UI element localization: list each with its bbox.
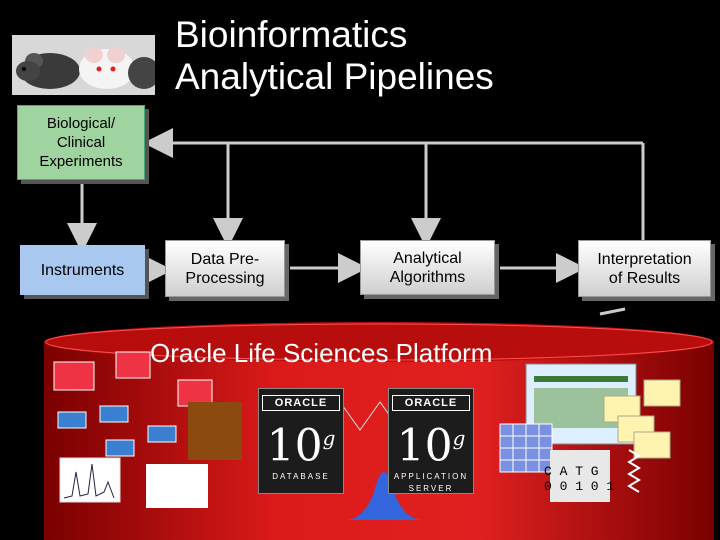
table-icons xyxy=(53,351,213,407)
sequence-line-2: 0 0 1 0 1 xyxy=(544,479,615,494)
alg-line-2: Algorithms xyxy=(389,268,466,286)
pre-line-1: Data Pre- xyxy=(190,250,260,268)
instruments-box: Instruments xyxy=(20,245,145,295)
oracle-as-label-2: SERVER xyxy=(408,483,454,493)
biological-clinical-experiments-box: Biological/ Clinical Experiments xyxy=(17,105,145,180)
bio-line-2: Clinical xyxy=(56,134,106,151)
platform-title: Oracle Life Sciences Platform xyxy=(150,338,493,368)
oracle-db-brand: ORACLE xyxy=(262,395,340,411)
oracle-db-label: DATABASE xyxy=(272,471,330,481)
page-title: Bioinformatics Analytical Pipelines xyxy=(175,14,635,98)
sequence-line-1: C A T G xyxy=(544,464,599,479)
alg-line-1: Analytical xyxy=(393,249,462,267)
oracle-as-version: 10g xyxy=(396,420,466,472)
oracle-db-version: 10g xyxy=(266,420,336,472)
oracle-database-logo: ORACLE 10g DATABASE xyxy=(258,388,344,494)
analytical-algorithms-box: Analytical Algorithms xyxy=(360,240,495,295)
int-line-2: of Results xyxy=(608,269,681,287)
interpretation-of-results-box: Interpretation of Results xyxy=(578,240,711,297)
platform-cylinder xyxy=(44,322,714,540)
title-line-1: Bioinformatics xyxy=(175,14,408,55)
int-line-1: Interpretation xyxy=(597,250,692,268)
sequence-text: C A T G 0 0 1 0 1 xyxy=(544,464,614,494)
bio-line-3: Experiments xyxy=(39,153,123,170)
bio-line-1: Biological/ xyxy=(46,115,116,132)
title-line-2: Analytical Pipelines xyxy=(175,56,494,97)
pre-line-2: Processing xyxy=(185,269,265,287)
instruments-label: Instruments xyxy=(40,261,125,279)
data-preprocessing-box: Data Pre- Processing xyxy=(165,240,285,297)
oracle-as-brand: ORACLE xyxy=(392,395,470,411)
oracle-appserver-logo: ORACLE 10g APPLICATION SERVER xyxy=(388,388,474,494)
mice-photo xyxy=(12,35,155,95)
oracle-as-label-1: APPLICATION xyxy=(393,471,469,481)
